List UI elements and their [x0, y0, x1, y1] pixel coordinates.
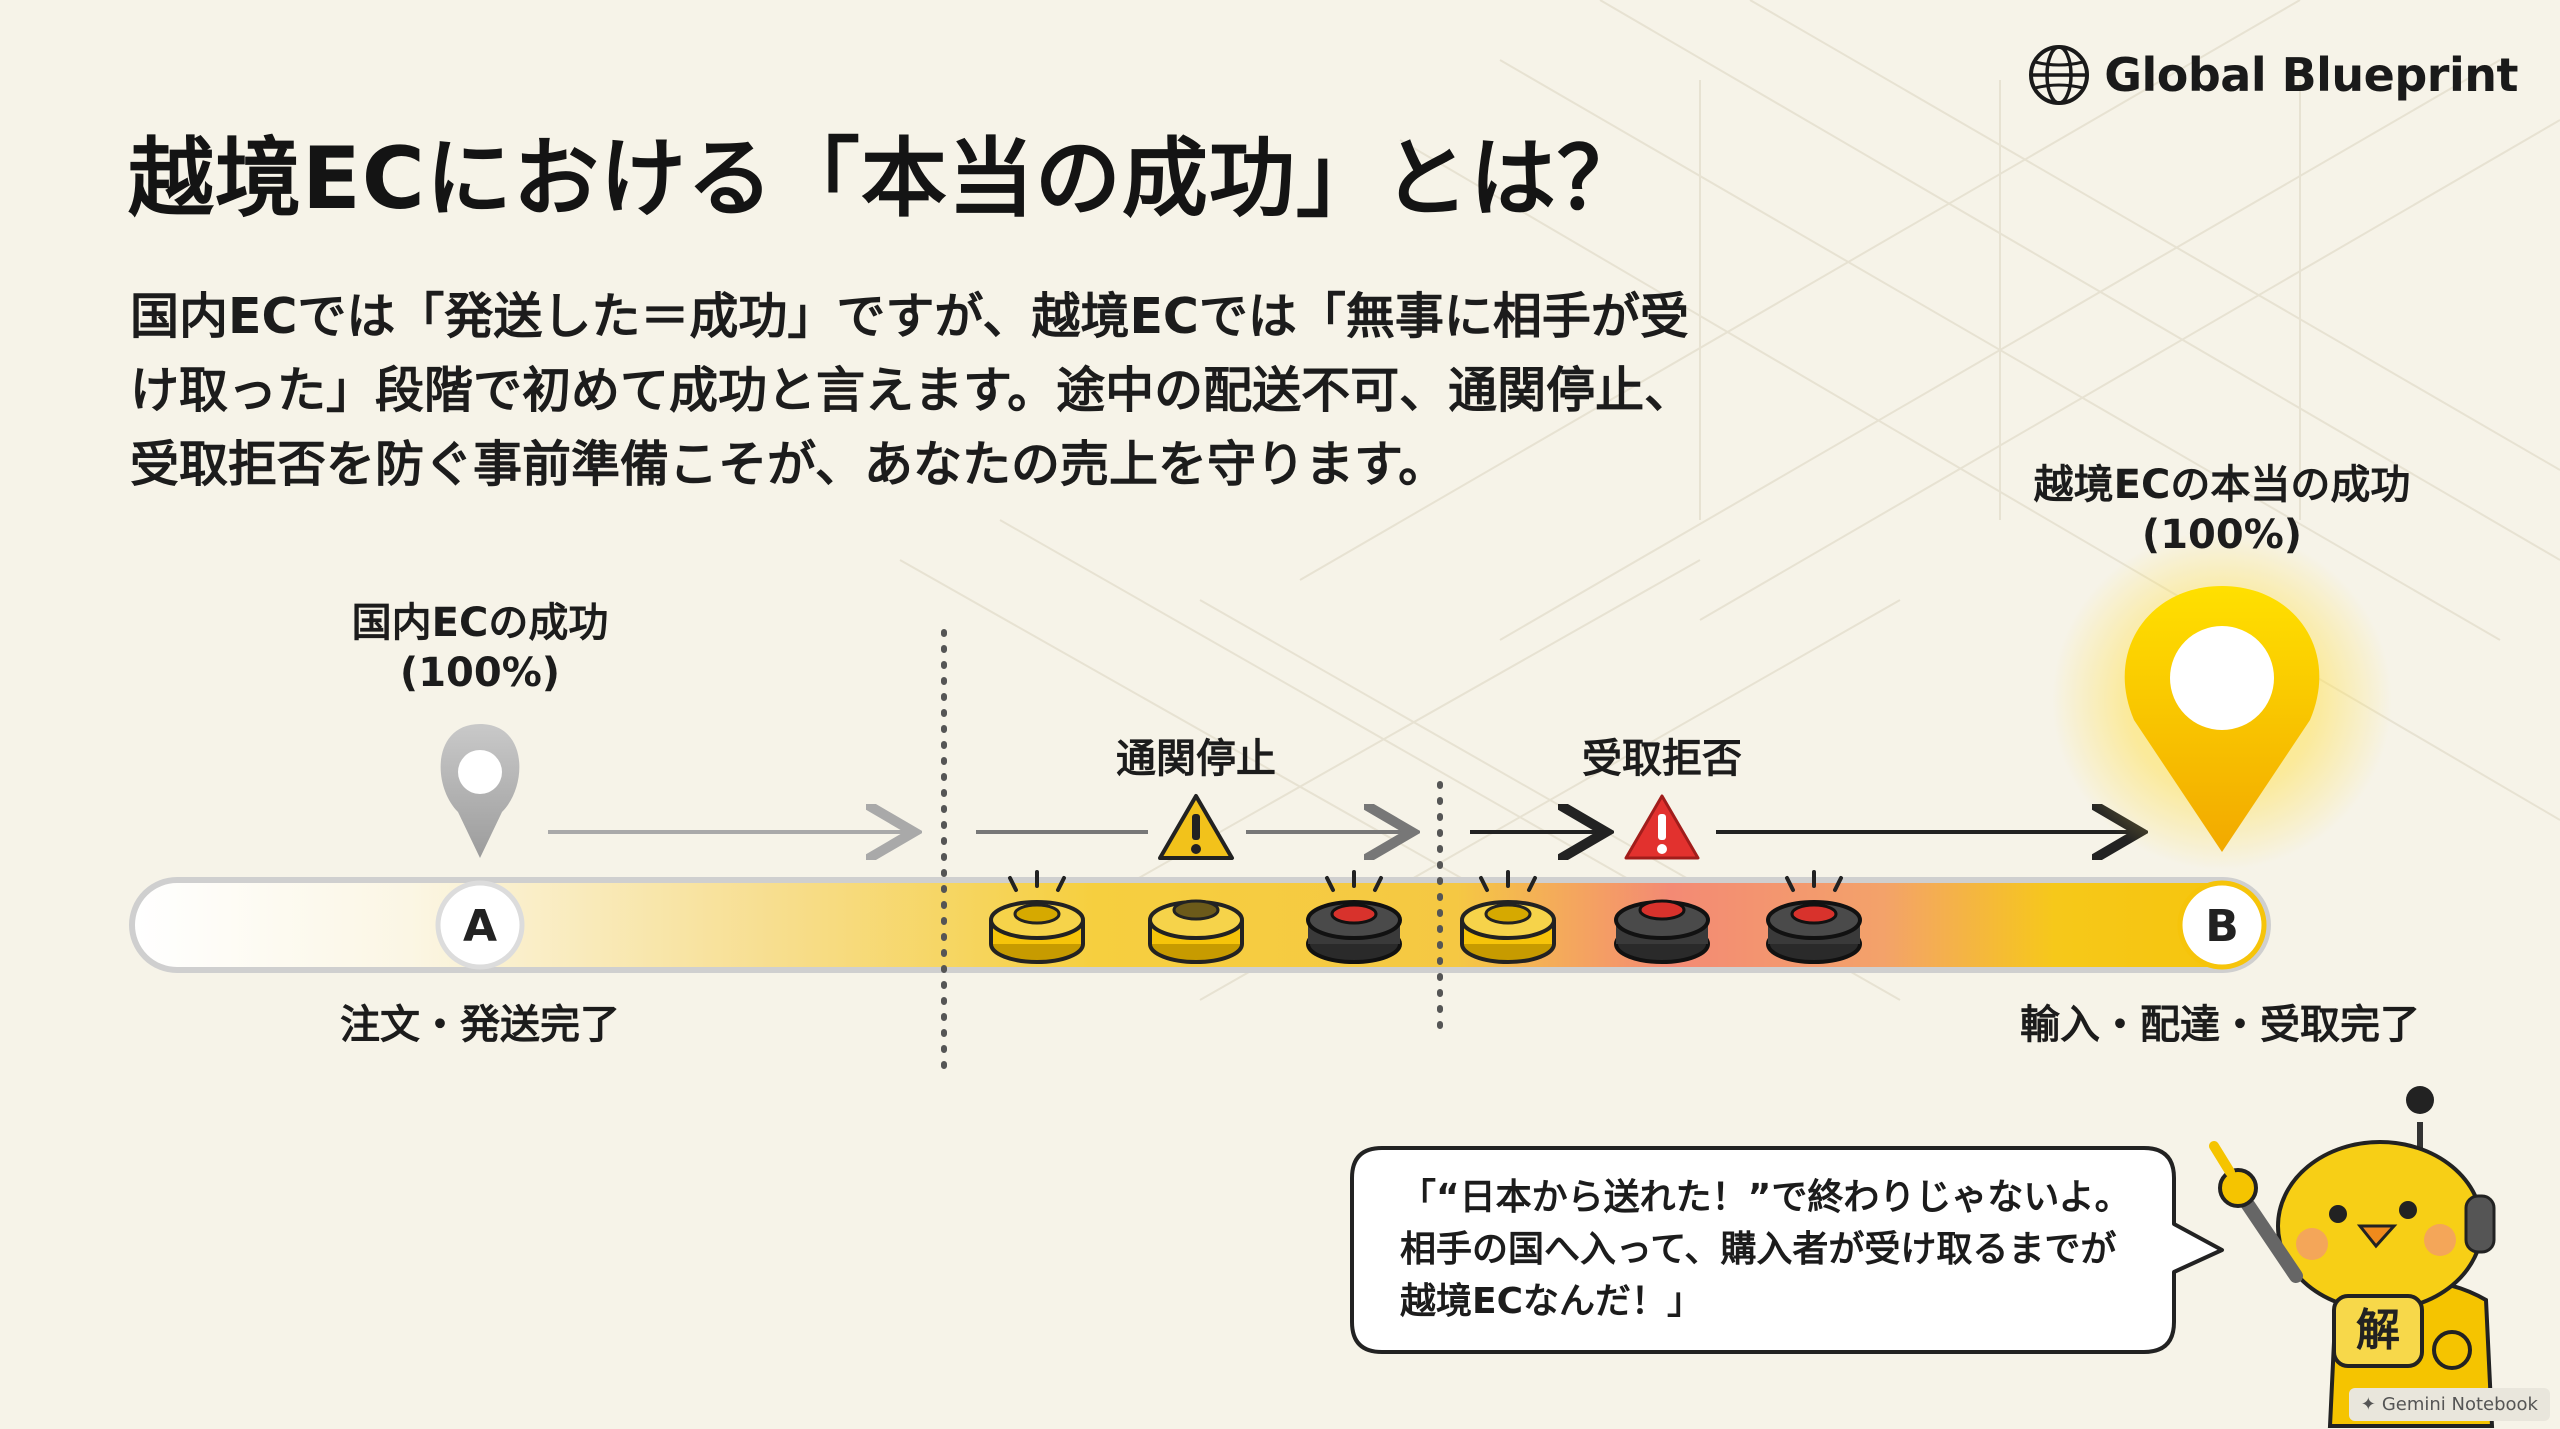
checkpoint-button-icon [1614, 899, 1710, 964]
speech-line: 相手の国へ入って、購入者が受け取るまでが [1400, 1229, 2117, 1270]
mascot-badge: 解 [2356, 1305, 2400, 1356]
mascot-robot: 解 [2209, 1086, 2496, 1428]
checkpoint-button-icon [989, 870, 1085, 964]
end-point-percent: (100%) [2141, 512, 2303, 558]
watermark-text: Gemini Notebook [2381, 1394, 2538, 1415]
start-point-title: 国内ECの成功 (100%) [300, 598, 660, 698]
svg-text:A: A [463, 901, 497, 952]
lead-line: 国内ECでは「発送した＝成功」ですが、越境ECでは「無事に相手が受 [130, 288, 1689, 345]
watermark: ✦ Gemini Notebook [2348, 1388, 2550, 1421]
lead-paragraph: 国内ECでは「発送した＝成功」ですが、越境ECでは「無事に相手が受 け取った」段… [130, 280, 1770, 502]
warning-icon [1158, 794, 1234, 860]
brand-name: Global Blueprint [2104, 48, 2518, 102]
notebook-icon: ✦ [2360, 1394, 2376, 1415]
end-point-title: 越境ECの本当の成功 (100%) [1992, 460, 2452, 560]
start-caption: 注文・発送完了 [340, 1002, 620, 1048]
speech-text: 「“日本から送れた！”で終わりじゃないよ。 相手の国へ入って、購入者が受け取るま… [1400, 1172, 2160, 1328]
end-point-name: 越境ECの本当の成功 [2033, 462, 2411, 508]
start-point-percent: (100%) [399, 650, 561, 696]
speech-bubble [1350, 1146, 2224, 1354]
brand: Global Blueprint [2028, 44, 2518, 106]
speech-line: 「“日本から送れた！”で終わりじゃないよ。 [1400, 1177, 2131, 1218]
checkpoint-button-icon [1460, 870, 1556, 964]
checkpoint-button-icon [1766, 870, 1862, 964]
checkpoint-button-icon [1306, 870, 1402, 964]
globe-icon [2029, 45, 2090, 105]
end-pin-icon [2124, 586, 2320, 852]
alert-icon [1624, 794, 1700, 860]
end-caption: 輸入・配達・受取完了 [2020, 1002, 2420, 1048]
start-pin-icon [440, 724, 520, 858]
page-title: 越境ECにおける「本当の成功」とは？ [128, 129, 1644, 229]
speech-line: 越境ECなんだ！」 [1400, 1281, 1704, 1322]
marker-a: A [435, 880, 525, 970]
customs-stop-label: 通関停止 [1116, 736, 1276, 782]
checkpoint-button-icon [1148, 899, 1244, 964]
svg-text:B: B [2205, 901, 2239, 952]
marker-b: B [2177, 880, 2267, 970]
lead-line: け取った」段階で初めて成功と言えます。途中の配送不可、通関停止、 [130, 362, 1694, 419]
lead-line: 受取拒否を防ぐ事前準備こそが、あなたの売上を守ります。 [130, 436, 1448, 493]
refusal-label: 受取拒否 [1582, 736, 1742, 782]
start-point-name: 国内ECの成功 [351, 600, 609, 646]
